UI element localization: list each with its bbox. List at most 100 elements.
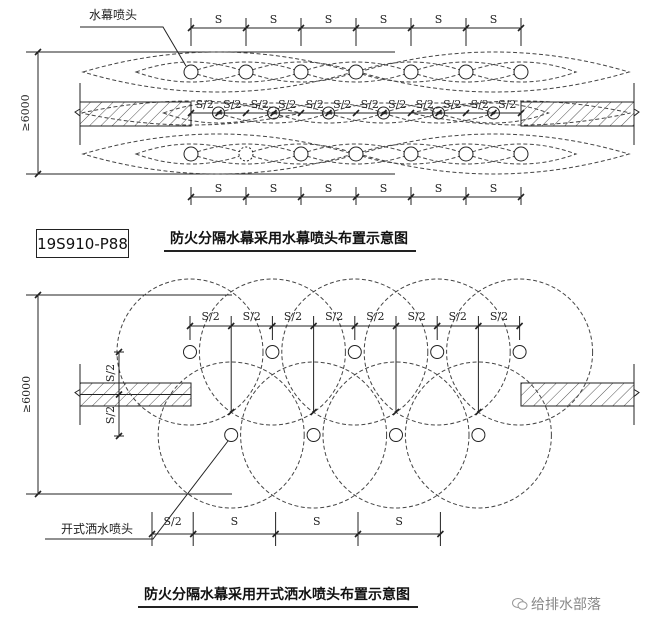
water-curtain-nozzle (348, 64, 364, 80)
middle-dimension-label: S/2 (388, 98, 406, 111)
dimension-tick (462, 193, 470, 201)
open-sprinkler-nozzle (183, 345, 197, 359)
lower-spray-pattern (464, 143, 578, 165)
vertical-dimension-label: S/2 (104, 406, 117, 424)
upper-spray-pattern (464, 61, 578, 83)
water-curtain-nozzle (348, 146, 364, 162)
intersection-mark (392, 408, 400, 416)
dimension-tick (227, 322, 235, 330)
dimension-tick (407, 109, 415, 117)
middle-dimension-label: S/2 (278, 98, 296, 111)
dimension-tick (34, 490, 42, 498)
top-dimension-label: S (435, 13, 443, 26)
spray-coverage-circle (198, 278, 346, 426)
dimension-tick (392, 322, 400, 330)
nozzle-center-dot (327, 111, 330, 115)
spray-coverage-circle (240, 361, 388, 509)
dimension-tick (187, 109, 195, 117)
middle-dimension-label: S/2 (471, 98, 489, 111)
middle-dimension-label: S/2 (498, 98, 516, 111)
open-sprinkler-nozzle (347, 345, 362, 359)
water-curtain-nozzle (487, 106, 500, 120)
open-sprinkler-nozzle (224, 428, 239, 442)
top-dimension-label: S/2 (201, 310, 219, 323)
dimension-tick (352, 24, 360, 32)
open-sprinkler-nozzle (430, 345, 445, 359)
left-wall (79, 101, 192, 127)
dimension-tick (186, 322, 194, 330)
water-curtain-nozzle (238, 146, 254, 162)
nozzle-center-dot (382, 111, 385, 115)
nozzle-center-dot (217, 111, 220, 115)
bottom-dimension-label: S (231, 515, 239, 528)
dimension-tick (297, 109, 305, 117)
dimension-tick (34, 48, 42, 56)
top-dimension-label: S (215, 13, 223, 26)
outer-spray-envelope (357, 51, 631, 93)
bottom-dimension-label: S (380, 182, 388, 195)
top-dimension-label: S/2 (325, 310, 343, 323)
middle-dimension-label: S/2 (333, 98, 351, 111)
dimension-tick (34, 170, 42, 178)
dimension-tick (407, 193, 415, 201)
water-curtain-nozzle (403, 146, 419, 162)
right-wall (520, 101, 635, 127)
middle-dimension-label: S/2 (443, 98, 461, 111)
open-sprinkler-nozzle (306, 428, 321, 442)
right-wall-break-symbol (633, 389, 640, 397)
open-sprinkler-nozzle (389, 428, 403, 442)
nozzle-label: 开式洒水喷头 (61, 522, 133, 536)
outer-spray-envelope (81, 51, 355, 93)
dimension-tick (272, 530, 280, 538)
water-curtain-nozzle (238, 64, 254, 80)
bottom-dimension-label: S (325, 182, 333, 195)
wechat-icon (512, 598, 528, 610)
water-curtain-nozzle (293, 146, 309, 162)
top-dimension-label: S (325, 13, 333, 26)
dimension-tick (354, 530, 362, 538)
dimension-tick (115, 390, 123, 399)
water-curtain-nozzle (513, 64, 529, 80)
spray-coverage-circle (322, 361, 470, 509)
dimension-tick (436, 530, 444, 538)
dimension-tick (517, 109, 525, 117)
water-curtain-nozzle (377, 106, 390, 120)
nozzle-leader-line (80, 26, 187, 67)
bottom-dimension-label: S (395, 515, 403, 528)
spray-coverage-circle (404, 361, 552, 509)
water-curtain-nozzle (183, 146, 199, 162)
water-curtain-nozzle (432, 106, 445, 120)
outer-spray-envelope (81, 133, 355, 175)
top-dimension-label: S/2 (407, 310, 425, 323)
spray-coverage-circle (363, 278, 511, 426)
figure2-caption: 防火分隔水幕采用开式洒水喷头布置示意图 (138, 584, 418, 608)
right-wall (520, 382, 635, 407)
water-curtain-nozzle (403, 64, 419, 80)
spray-coverage-circle (157, 361, 305, 509)
intersection-mark (227, 408, 235, 416)
dimension-tick (351, 322, 359, 330)
dimension-tick (187, 24, 195, 32)
dimension-tick (242, 109, 250, 117)
dimension-tick (517, 24, 525, 32)
outer-spray-envelope (357, 133, 631, 175)
dimension-tick (462, 24, 470, 32)
dimension-tick (187, 193, 195, 201)
bottom-dimension-label: S/2 (163, 515, 181, 528)
top-dimension-label: S/2 (449, 310, 467, 323)
bottom-dimension-label: S (313, 515, 321, 528)
nozzle-label: 水幕喷头 (89, 8, 137, 22)
bottom-dimension-label: S (435, 182, 443, 195)
open-sprinkler-nozzle (265, 345, 280, 359)
left-wall-break-symbol (74, 389, 81, 397)
water-curtain-nozzle (513, 146, 529, 162)
dimension-tick (34, 291, 42, 299)
water-curtain-nozzle (267, 106, 280, 120)
bottom-dimension-label: S (270, 182, 278, 195)
vertical-dimension-label: S/2 (104, 364, 117, 382)
spray-coverage-circle (446, 278, 594, 426)
middle-dimension-label: S/2 (251, 98, 269, 111)
middle-dimension-label: S/2 (196, 98, 214, 111)
watermark-text: 给排水部落 (531, 597, 601, 613)
top-dimension-label: S/2 (284, 310, 302, 323)
